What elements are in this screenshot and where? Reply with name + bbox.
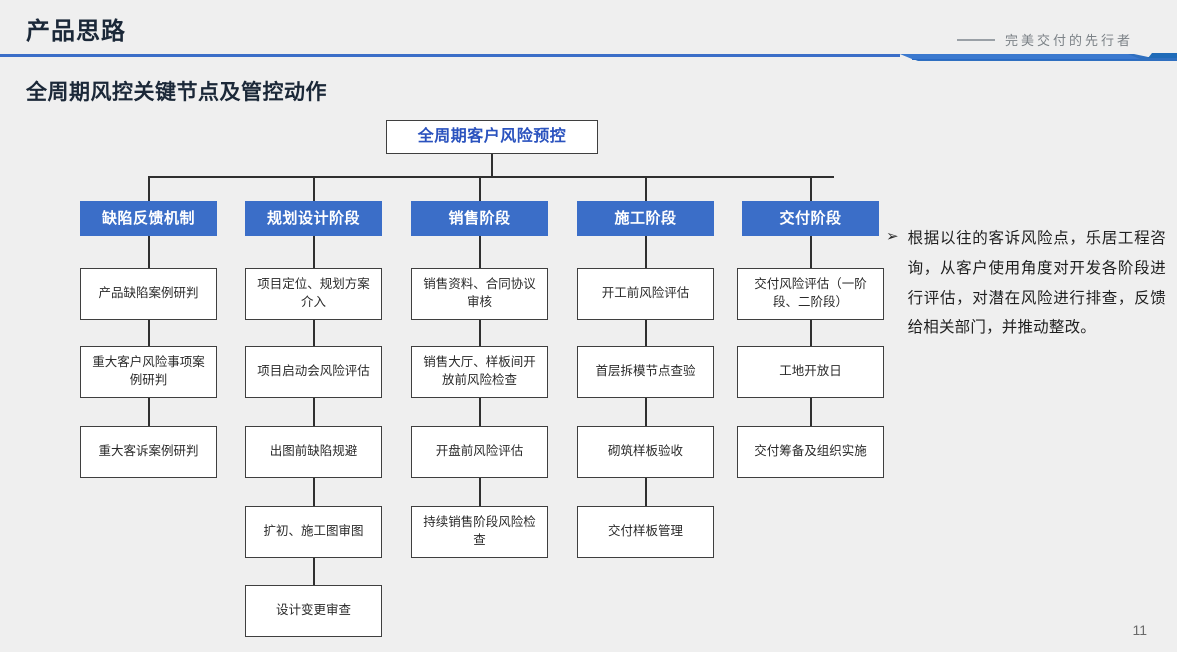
connector-c1-n2-n3: [148, 398, 150, 426]
connector-c2-n3-n4: [313, 478, 315, 506]
connector-drop-col4: [645, 176, 647, 201]
node-c3-3[interactable]: 开盘前风险评估: [411, 426, 548, 478]
connector-c5-n2-n3: [810, 398, 812, 426]
connector-c4-n1-n2: [645, 320, 647, 346]
connector-drop-col3: [479, 176, 481, 201]
node-c1-1[interactable]: 产品缺陷案例研判: [80, 268, 217, 320]
page-number: 11: [1132, 622, 1147, 638]
node-c3-2[interactable]: 销售大厅、样板间开放前风险检查: [411, 346, 548, 398]
note-text: 根据以往的客诉风险点，乐居工程咨询，从客户使用角度对开发各阶段进行评估，对潜在风…: [907, 230, 1166, 337]
connector-c3-n3-n4: [479, 478, 481, 506]
node-c4-2[interactable]: 首层拆模节点查验: [577, 346, 714, 398]
column-header-2[interactable]: 规划设计阶段: [245, 201, 382, 236]
node-c1-3[interactable]: 重大客诉案例研判: [80, 426, 217, 478]
tagline-group: 完美交付的先行者: [956, 30, 1133, 49]
page-title: 产品思路: [26, 18, 126, 45]
connector-c2-n1-n2: [313, 320, 315, 346]
connector-c1-h-n1: [148, 236, 150, 268]
connector-drop-col2: [313, 176, 315, 201]
connector-c2-n2-n3: [313, 398, 315, 426]
node-c4-3[interactable]: 砌筑样板验收: [577, 426, 714, 478]
connector-c2-h-n1: [313, 236, 315, 268]
node-c2-4[interactable]: 扩初、施工图审图: [245, 506, 382, 558]
connector-c5-h-n1: [810, 236, 812, 268]
connector-c1-n1-n2: [148, 320, 150, 346]
column-header-4[interactable]: 施工阶段: [577, 201, 714, 236]
node-c5-1[interactable]: 交付风险评估（一阶段、二阶段）: [737, 268, 884, 320]
column-header-1[interactable]: 缺陷反馈机制: [80, 201, 217, 236]
connector-c3-n1-n2: [479, 320, 481, 346]
node-c2-2[interactable]: 项目启动会风险评估: [245, 346, 382, 398]
note-block: ➢ 根据以往的客诉风险点，乐居工程咨询，从客户使用角度对开发各阶段进行评估，对潜…: [886, 224, 1166, 343]
node-c1-2[interactable]: 重大客户风险事项案例研判: [80, 346, 217, 398]
node-c5-3[interactable]: 交付筹备及组织实施: [737, 426, 884, 478]
column-header-5[interactable]: 交付阶段: [742, 201, 879, 236]
tagline-text: 完美交付的先行者: [1004, 33, 1133, 48]
horizontal-rule-icon: [956, 38, 995, 41]
node-c3-1[interactable]: 销售资料、合同协议审核: [411, 268, 548, 320]
connector-drop-col5: [810, 176, 812, 201]
node-c4-4[interactable]: 交付样板管理: [577, 506, 714, 558]
connector-c2-n4-n5: [313, 558, 315, 585]
connector-c4-h-n1: [645, 236, 647, 268]
connector-c4-n3-n4: [645, 478, 647, 506]
node-c4-1[interactable]: 开工前风险评估: [577, 268, 714, 320]
section-heading: 全周期风控关键节点及管控动作: [26, 81, 327, 104]
node-c5-2[interactable]: 工地开放日: [737, 346, 884, 398]
column-header-3[interactable]: 销售阶段: [411, 201, 548, 236]
connector-root-stem: [491, 154, 493, 177]
connector-c3-n2-n3: [479, 398, 481, 426]
connector-c4-n2-n3: [645, 398, 647, 426]
root-node: 全周期客户风险预控: [386, 120, 598, 154]
node-c2-1[interactable]: 项目定位、规划方案介入: [245, 268, 382, 320]
bullet-arrow-icon: ➢: [886, 228, 899, 245]
connector-c5-n1-n2: [810, 320, 812, 346]
connector-c3-h-n1: [479, 236, 481, 268]
node-c2-3[interactable]: 出图前缺陷规避: [245, 426, 382, 478]
node-c2-5[interactable]: 设计变更审查: [245, 585, 382, 637]
node-c3-4[interactable]: 持续销售阶段风险检查: [411, 506, 548, 558]
connector-horizontal-bus: [148, 176, 834, 178]
connector-drop-col1: [148, 176, 150, 201]
header-divider: [0, 53, 1177, 61]
